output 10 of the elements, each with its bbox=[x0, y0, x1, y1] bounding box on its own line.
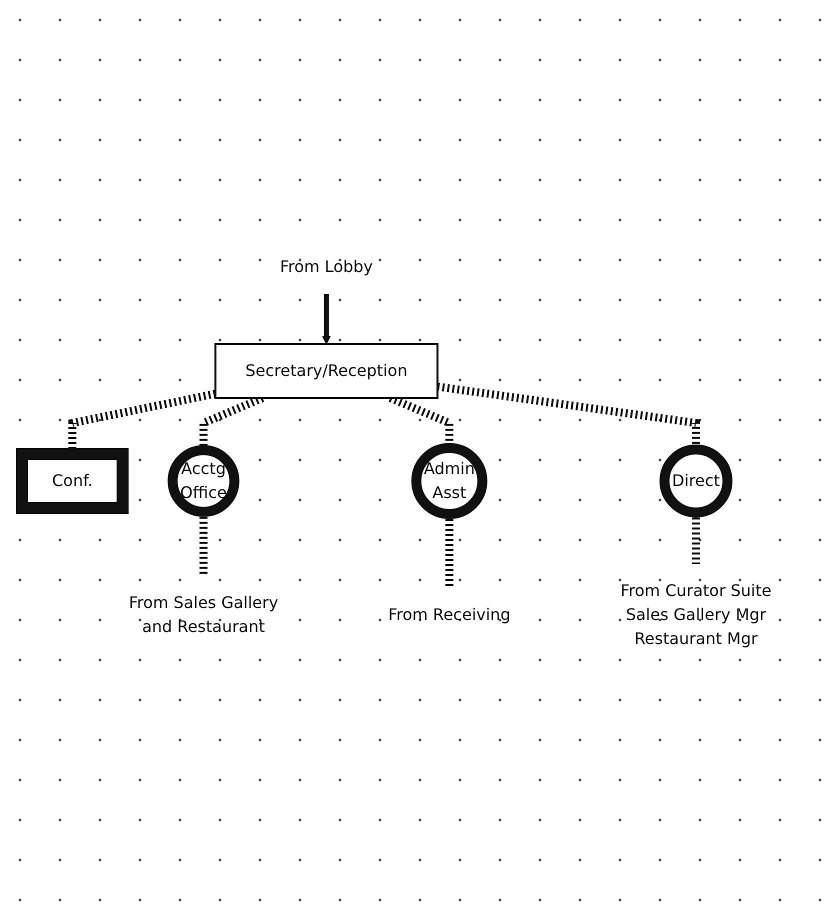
node-box: Secretary/Reception bbox=[214, 342, 439, 398]
node-circle: Acctg Office bbox=[168, 444, 240, 516]
node-text: From Curator Suite Sales Gallery Mgr Restaurant Mgr bbox=[620, 580, 772, 648]
node-text: From Sales Gallery and Restaurant bbox=[129, 592, 278, 636]
node-box: Conf. bbox=[16, 448, 129, 514]
node-text: From Lobby bbox=[280, 256, 374, 276]
arrow bbox=[322, 294, 332, 344]
node-text: From Receiving bbox=[388, 604, 511, 624]
node-circle: Direct bbox=[660, 444, 733, 517]
node-circle: Admin Asst bbox=[412, 442, 488, 518]
